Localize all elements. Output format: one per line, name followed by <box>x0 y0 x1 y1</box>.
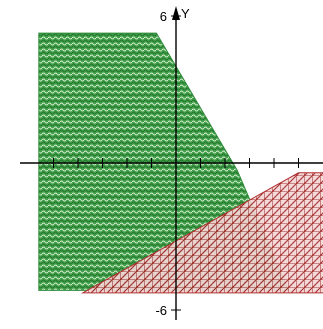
y-tick-label: -6 <box>155 303 167 318</box>
ticks-layer: 6 -6 <box>53 9 299 318</box>
y-tick-label: 6 <box>160 9 167 24</box>
y-axis-label: Y <box>181 6 190 21</box>
red-region <box>80 172 323 294</box>
regions-layer <box>38 32 323 294</box>
y-axis-arrow <box>172 6 180 20</box>
